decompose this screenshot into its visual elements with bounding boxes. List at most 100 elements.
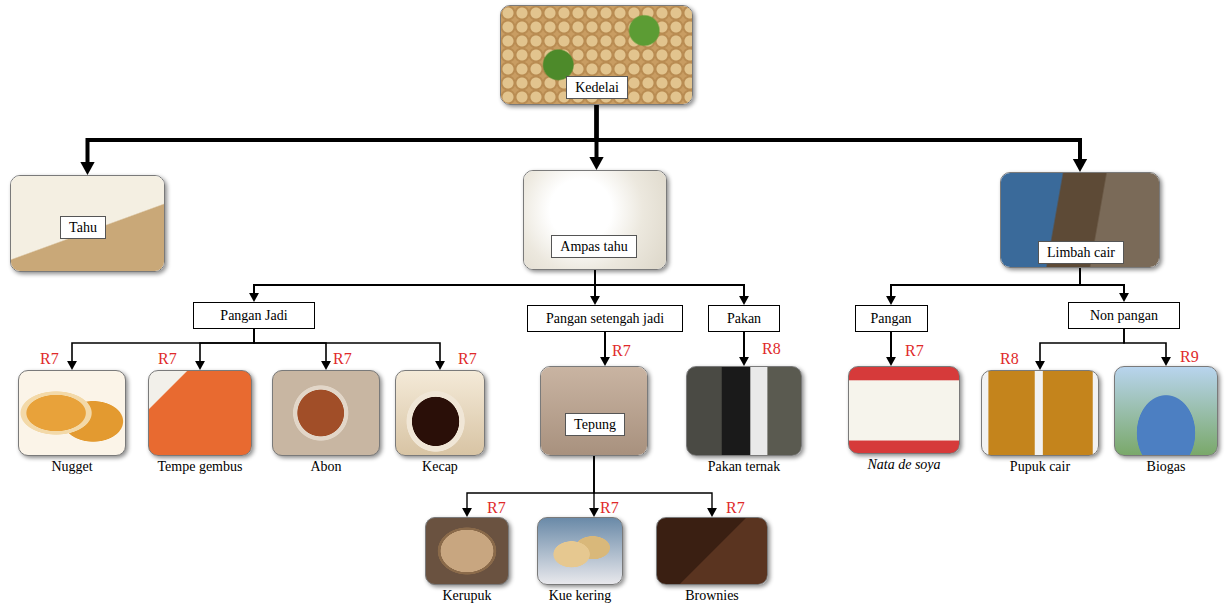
callout-number: R9 xyxy=(1180,348,1199,365)
photo-box: Kedelai xyxy=(500,5,693,105)
callout-number: R7 xyxy=(726,499,745,516)
connector-arrow xyxy=(1080,268,1129,302)
product-caption: Nata de soya xyxy=(848,457,960,473)
product-photo xyxy=(395,370,485,456)
photo-label: Kedelai xyxy=(566,76,628,99)
photo-box: Ampas tahu xyxy=(523,170,667,270)
connector-line xyxy=(1124,329,1166,358)
arrow-head xyxy=(67,361,77,370)
callout-number: R7 xyxy=(487,499,506,516)
arrow-head xyxy=(886,357,896,366)
connector-arrow xyxy=(1035,329,1124,370)
photo-label: Limbah cair xyxy=(1038,241,1124,264)
callout-number: R7 xyxy=(458,350,477,367)
arrow-head xyxy=(1119,293,1129,302)
callout-number: R7 xyxy=(600,499,619,516)
connector-arrow xyxy=(195,329,254,370)
product-photo xyxy=(272,370,380,456)
product-caption: Brownies xyxy=(656,588,768,604)
product-caption: Nugget xyxy=(18,459,126,475)
product-caption: Kue kering xyxy=(537,588,623,604)
connector-line xyxy=(88,105,597,163)
connector-arrow xyxy=(254,329,445,370)
photo-label: Tahu xyxy=(60,216,106,239)
arrow-head xyxy=(1073,159,1087,172)
arrow-head xyxy=(249,293,259,302)
product-item: Abon xyxy=(272,370,380,475)
connector-line xyxy=(467,456,594,509)
connector-line xyxy=(254,270,595,294)
product-photo xyxy=(656,517,768,585)
connector-line xyxy=(890,332,892,358)
arrow-head xyxy=(435,361,445,370)
product-photo xyxy=(537,517,623,585)
photo-label: Ampas tahu xyxy=(551,235,636,258)
category-text: Pangan Jadi xyxy=(204,307,304,324)
arrow-head xyxy=(1035,361,1045,370)
connector-arrow xyxy=(80,105,596,175)
connector-arrow xyxy=(886,332,896,366)
connector-line xyxy=(597,105,1081,160)
connector-line xyxy=(200,329,254,362)
product-item: Nugget xyxy=(18,370,126,475)
connector-arrow xyxy=(462,456,594,517)
callout-number: R8 xyxy=(762,340,781,357)
connector-arrow xyxy=(254,329,331,370)
connector-line xyxy=(743,332,745,358)
category-box: Non pangan xyxy=(1068,302,1180,329)
connector-arrow xyxy=(600,332,610,366)
connector-arrow xyxy=(739,332,749,366)
callout-number: R7 xyxy=(612,342,631,359)
callout-number: R7 xyxy=(40,350,59,367)
arrow-head xyxy=(589,157,603,170)
product-caption: Pupuk cair xyxy=(981,459,1099,475)
arrow-head xyxy=(590,296,600,305)
callout-number: R7 xyxy=(333,350,352,367)
product-photo xyxy=(18,370,126,456)
connector-line xyxy=(1040,329,1124,362)
callout-number: R7 xyxy=(158,350,177,367)
category-text: Non pangan xyxy=(1079,307,1169,324)
product-photo xyxy=(848,366,960,454)
connector-arrow xyxy=(249,270,595,302)
connector-arrow xyxy=(595,270,749,305)
connector-arrow xyxy=(1124,329,1171,366)
category-text: Pangan setengah jadi xyxy=(538,310,672,327)
photo-image xyxy=(541,367,647,455)
product-item: Tempe gembus xyxy=(148,370,252,475)
category-box: Pangan Jadi xyxy=(193,302,315,329)
product-caption: Kecap xyxy=(395,459,485,475)
arrow-head xyxy=(886,296,896,305)
product-item: Biogas xyxy=(1114,366,1218,475)
product-caption: Kerupuk xyxy=(425,588,509,604)
product-photo xyxy=(148,370,252,456)
arrow-head xyxy=(195,361,205,370)
product-caption: Pakan ternak xyxy=(686,459,802,475)
product-photo xyxy=(686,366,802,456)
arrow-head xyxy=(739,296,749,305)
product-photo xyxy=(1114,366,1218,456)
connector-arrow xyxy=(594,456,717,517)
category-box: Pangan setengah jadi xyxy=(527,305,683,332)
product-photo xyxy=(981,370,1099,456)
callout-number: R7 xyxy=(905,342,924,359)
photo-box: Limbah cair xyxy=(1000,172,1160,268)
connector-line xyxy=(254,329,326,362)
product-photo xyxy=(425,517,509,585)
connector-line xyxy=(595,270,744,297)
product-item: Kecap xyxy=(395,370,485,475)
product-caption: Abon xyxy=(272,459,380,475)
arrow-head xyxy=(80,162,94,175)
photo-box: Tahu xyxy=(10,175,165,272)
arrow-head xyxy=(462,508,472,517)
arrow-head xyxy=(707,508,717,517)
product-item: Kue kering xyxy=(537,517,623,604)
category-box: Pakan xyxy=(708,305,780,332)
arrow-head xyxy=(1161,357,1171,366)
product-item: Kerupuk xyxy=(425,517,509,604)
product-item: Brownies xyxy=(656,517,768,604)
connector-arrow xyxy=(886,268,1080,305)
arrow-head xyxy=(600,357,610,366)
category-box: Pangan xyxy=(855,305,928,332)
